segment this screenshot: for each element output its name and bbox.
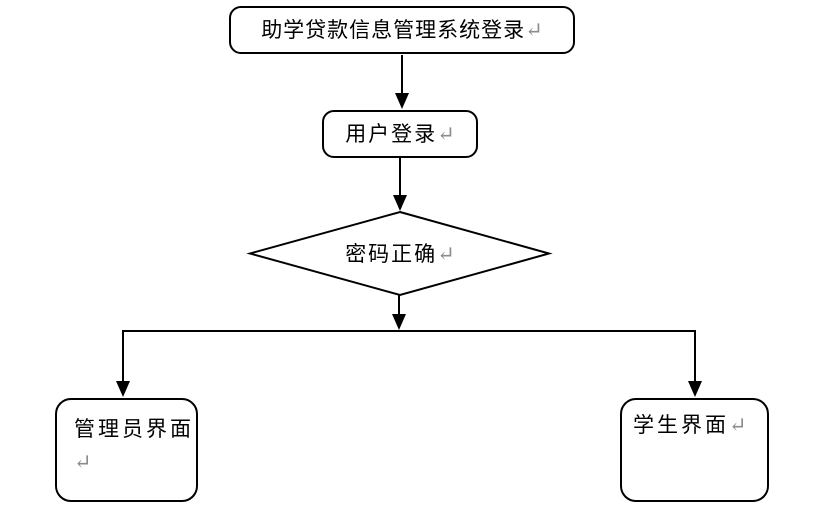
node-system-login: 助学贷款信息管理系统登录↵	[229, 6, 575, 54]
return-mark-icon: ↵	[729, 413, 747, 437]
node-admin-interface-label: 管理员界面	[74, 417, 194, 441]
node-system-login-label: 助学贷款信息管理系统登录	[261, 17, 526, 42]
node-student-interface: 学生界面↵	[620, 398, 769, 502]
return-mark-icon: ↵	[74, 450, 92, 474]
return-mark-icon: ↵	[437, 121, 455, 146]
arrowhead-login-check	[393, 195, 407, 211]
node-user-login: 用户登录↵	[322, 110, 478, 158]
node-student-interface-label: 学生界面	[633, 413, 729, 437]
node-password-check: 密码正确↵	[250, 238, 550, 270]
return-mark-icon: ↵	[525, 17, 543, 42]
node-user-login-label: 用户登录	[345, 121, 438, 146]
arrowhead-check-branch	[392, 314, 406, 330]
arrowhead-start-login	[395, 93, 409, 109]
return-mark-icon: ↵	[437, 242, 455, 266]
arrowhead-branch-admin	[116, 381, 130, 397]
arrowhead-branch-student	[688, 381, 702, 397]
node-password-check-label: 密码正确	[345, 242, 438, 266]
node-admin-interface: 管理员界面 ↵	[55, 398, 198, 502]
